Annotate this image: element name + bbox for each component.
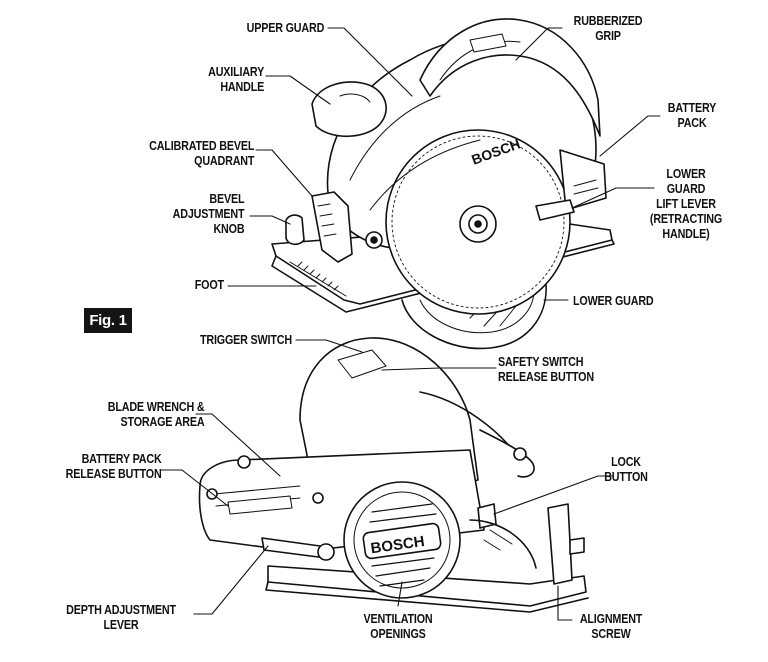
- vent-slots: [369, 503, 437, 587]
- leader-blade-wrench: [195, 413, 281, 477]
- figure-label: Fig. 1: [84, 308, 132, 333]
- leader-upper-guard: [327, 27, 413, 97]
- leader-rubberized-grip: [515, 27, 563, 61]
- label-lower-guard: LOWER GUARD: [573, 294, 654, 308]
- bottom-saw-drawing: BOSCH: [198, 337, 589, 613]
- foot-scale-ticks: [297, 261, 339, 291]
- label-foot: FOOT: [194, 278, 224, 292]
- top-saw-drawing: BOSCH: [271, 18, 615, 350]
- battery-pack-drawing: [559, 149, 607, 211]
- label-trigger-switch: TRIGGER SWITCH: [200, 333, 292, 347]
- leader-safety-switch: [381, 367, 497, 371]
- label-upper-guard: UPPER GUARD: [246, 21, 324, 35]
- leader-auxiliary-handle: [265, 75, 331, 105]
- leader-trigger-switch: [295, 339, 363, 353]
- leader-lock-button: [493, 475, 613, 515]
- lift-lever-drawing: [535, 199, 575, 221]
- auxiliary-handle-drawing: [311, 81, 387, 137]
- alignment-post: [547, 503, 573, 585]
- leader-battery-pack: [599, 115, 661, 157]
- bevel-quadrant-drawing: [311, 191, 353, 263]
- label-blade-wrench-storage-area: BLADE WRENCH &STORAGE AREA: [107, 400, 204, 429]
- leader-lift-lever: [571, 187, 655, 209]
- bevel-knob-drawing: [285, 214, 305, 246]
- leader-lines: [159, 27, 661, 621]
- leader-ventilation: [397, 581, 403, 607]
- leader-bevel-knob: [249, 215, 291, 225]
- leader-bevel-quadrant: [255, 149, 313, 197]
- rubberized-grip-drawing: [419, 18, 601, 137]
- leader-battery-release: [159, 469, 229, 507]
- leader-depth-lever: [193, 545, 269, 615]
- leader-alignment-screw: [557, 585, 573, 621]
